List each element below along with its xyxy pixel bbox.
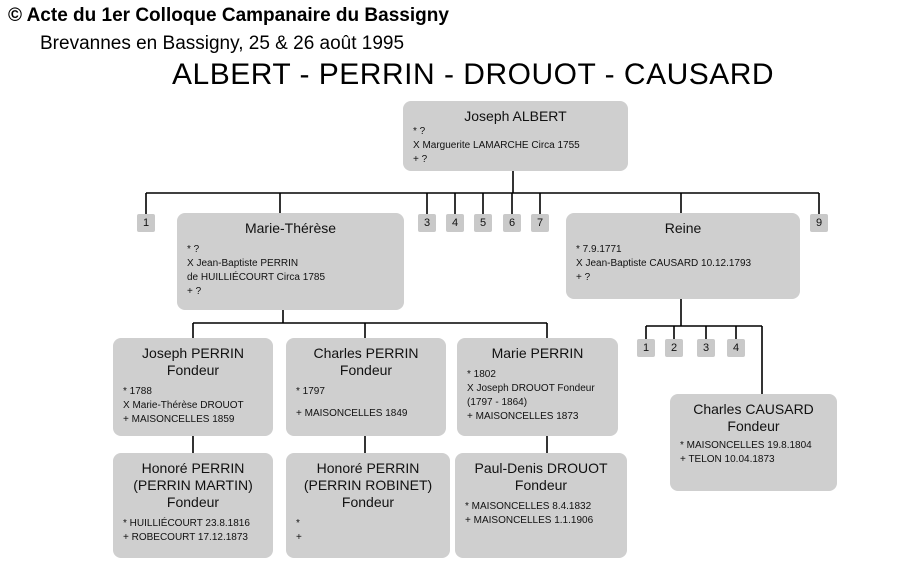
person-detail: * 1802: [467, 369, 496, 380]
person-node-marie-therese: Marie-Thérèse * ? X Jean-Baptiste PERRIN de…: [177, 213, 404, 310]
person-node-joseph-albert: Joseph ALBERT * ? X Marguerite LAMARCHE Ci…: [403, 101, 628, 171]
child-number-box: 2: [665, 339, 683, 357]
person-node-honore-perrin-robinet: Honoré PERRIN (PERRIN ROBINET)Fondeur * +: [286, 453, 450, 558]
person-detail: + MAISONCELLES 1873: [467, 411, 579, 422]
child-number-box: 1: [637, 339, 655, 357]
person-role: Fondeur: [166, 362, 220, 378]
person-role: Fondeur: [514, 477, 568, 493]
person-detail: + ?: [187, 286, 202, 297]
person-detail: * ?: [187, 244, 200, 255]
person-detail: (1797 - 1864): [467, 397, 528, 408]
person-detail: +: [296, 532, 302, 543]
person-detail: + TELON 10.04.1873: [680, 454, 775, 465]
person-name: Marie PERRIN: [491, 345, 584, 361]
person-role: Fondeur: [341, 494, 395, 510]
child-number-box: 3: [697, 339, 715, 357]
person-detail: * 1797: [296, 386, 325, 397]
child-number-box: 7: [531, 214, 549, 232]
person-detail: X Marguerite LAMARCHE Circa 1755: [413, 140, 580, 151]
person-name: Marie-Thérèse: [244, 220, 337, 236]
person-detail: * ?: [413, 126, 426, 137]
person-detail: * MAISONCELLES 8.4.1832: [465, 501, 592, 512]
person-detail: + MAISONCELLES 1.1.1906: [465, 515, 594, 526]
person-name: Charles CAUSARD: [693, 401, 814, 417]
person-detail: * 1788: [123, 386, 152, 397]
child-number-box: 5: [474, 214, 492, 232]
person-name: Charles PERRIN: [313, 345, 419, 361]
person-role: Fondeur: [727, 418, 780, 434]
person-detail: * 7.9.1771: [576, 244, 622, 255]
header-copyright: © Acte du 1er Colloque Campanaire du Bas…: [8, 5, 449, 26]
person-detail: * MAISONCELLES 19.8.1804: [680, 440, 812, 451]
person-node-honore-perrin-martin: Honoré PERRIN (PERRIN MARTIN)Fondeur * HU…: [113, 453, 273, 558]
person-name: Honoré PERRIN (PERRIN MARTIN): [133, 460, 253, 493]
person-name: Joseph ALBERT: [464, 108, 567, 124]
person-detail: + ?: [413, 154, 428, 165]
person-detail: + ?: [576, 272, 591, 283]
person-detail: X Marie-Thérèse DROUOT: [123, 400, 244, 411]
person-role: Fondeur: [339, 362, 393, 378]
person-node-reine: Reine * 7.9.1771 X Jean-Baptiste CAUSARD 1…: [566, 213, 800, 299]
header-event: Brevannes en Bassigny, 25 & 26 août 1995: [40, 33, 405, 54]
child-number-box: 9: [810, 214, 828, 232]
person-detail: + ROBECOURT 17.12.1873: [123, 532, 248, 543]
person-name: Honoré PERRIN (PERRIN ROBINET): [303, 460, 433, 493]
person-name: Reine: [664, 220, 702, 236]
child-number-box: 6: [503, 214, 521, 232]
child-number-box: 3: [418, 214, 436, 232]
person-detail: X Jean-Baptiste PERRIN: [187, 258, 299, 269]
child-number-box: 4: [727, 339, 745, 357]
person-detail: de HUILLIÉCOURT Circa 1785: [187, 272, 326, 283]
child-number-box: 1: [137, 214, 155, 232]
person-name: Joseph PERRIN: [142, 345, 244, 361]
person-detail: * HUILLIÉCOURT 23.8.1816: [123, 518, 250, 529]
person-detail: X Joseph DROUOT Fondeur: [467, 383, 595, 394]
person-detail: *: [296, 518, 300, 529]
person-name: Paul-Denis DROUOT: [474, 460, 608, 476]
child-number-box: 4: [446, 214, 464, 232]
person-detail: + MAISONCELLES 1859: [123, 414, 235, 425]
person-role: Fondeur: [166, 494, 220, 510]
person-detail: X Jean-Baptiste CAUSARD 10.12.1793: [576, 258, 752, 269]
diagram-title: ALBERT - PERRIN - DROUOT - CAUSARD: [172, 58, 775, 91]
person-detail: + MAISONCELLES 1849: [296, 408, 408, 419]
person-node-marie-perrin: Marie PERRIN * 1802 X Joseph DROUOT Fondeu…: [457, 338, 618, 436]
